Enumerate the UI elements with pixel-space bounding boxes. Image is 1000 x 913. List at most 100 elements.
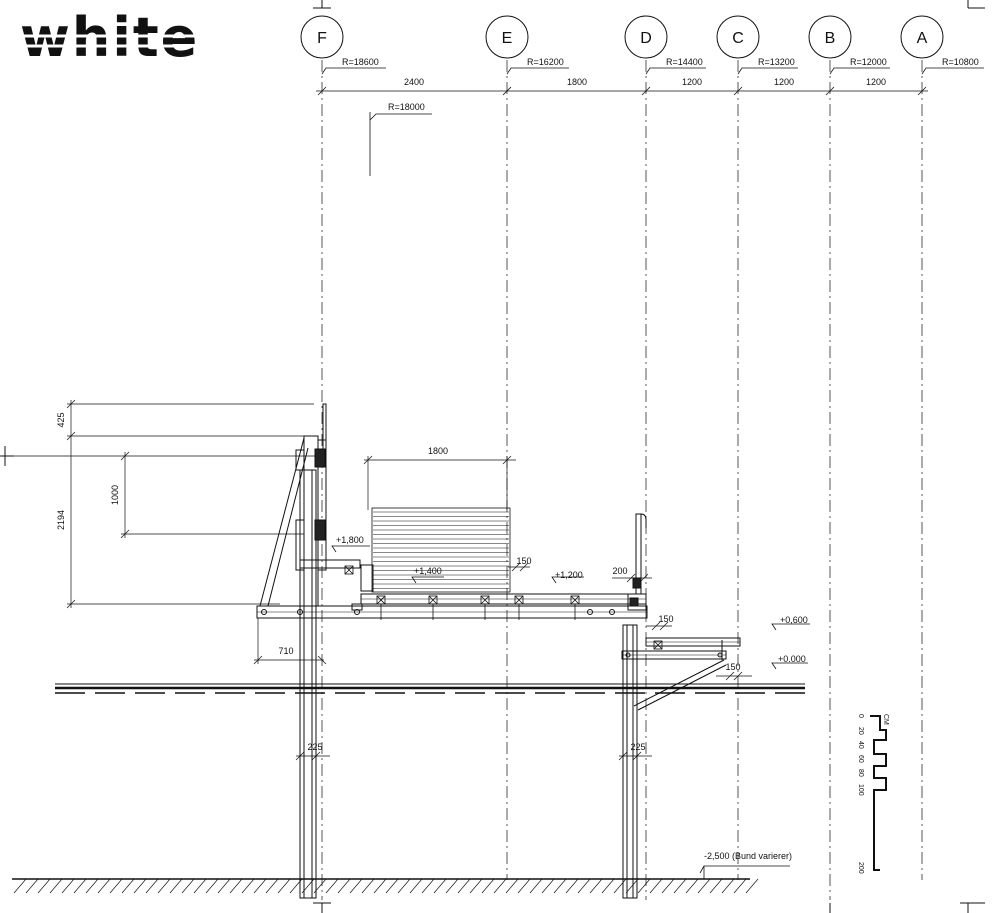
hatch-stroke <box>217 878 231 894</box>
scale-bar: CM 0 20 40 60 80 100 200 <box>857 714 889 874</box>
hatch-stroke <box>733 878 747 894</box>
hatch-stroke <box>409 878 423 894</box>
hatch-stroke <box>445 878 459 894</box>
hatch-stroke <box>625 878 639 894</box>
spacing-e-d: 1800 <box>567 77 587 87</box>
main-deck-beam <box>256 605 648 619</box>
scale-tick-200: 200 <box>857 862 864 874</box>
hatch-stroke <box>433 878 447 894</box>
hatch-stroke <box>25 878 39 894</box>
radius-d: R=14400 <box>666 57 703 67</box>
scale-tick-0: 0 <box>857 714 864 718</box>
dim-2194: 2194 <box>56 510 66 530</box>
hatch-stroke <box>277 878 291 894</box>
radius-b: R=12000 <box>850 57 887 67</box>
hatch-stroke <box>145 878 159 894</box>
dim-225-left: 225 <box>307 742 322 752</box>
hatch-stroke <box>589 878 603 894</box>
hatch-stroke <box>577 878 591 894</box>
hatch-stroke <box>133 878 147 894</box>
level-0000: +0.000 <box>778 654 806 664</box>
level-0600: +0,600 <box>780 615 808 625</box>
hatch-stroke <box>553 878 567 894</box>
hatch-stroke <box>601 878 615 894</box>
bench-block <box>371 507 511 593</box>
level-1400: +1,400 <box>414 566 442 576</box>
hatch-stroke <box>169 878 183 894</box>
spacing-f-e: 2400 <box>404 77 424 87</box>
water-level-lines <box>55 683 805 694</box>
radius-f: R=18600 <box>342 57 379 67</box>
hatch-stroke <box>613 878 627 894</box>
extra-radius-label: R=18000 <box>388 102 425 112</box>
deck-boards <box>360 593 647 605</box>
joists <box>344 565 663 650</box>
hatch-stroke <box>697 878 711 894</box>
hatch-stroke <box>205 878 219 894</box>
axis-label-b: B <box>825 30 836 47</box>
hatch-stroke <box>85 878 99 894</box>
level-markers <box>331 545 810 879</box>
hatch-stroke <box>505 878 519 894</box>
dim-1000: 1000 <box>110 485 120 505</box>
spacing-d-c: 1200 <box>682 77 702 87</box>
terrain-hatch <box>13 878 759 894</box>
hatch-stroke <box>493 878 507 894</box>
scale-tick-100: 100 <box>857 784 864 796</box>
hatch-stroke <box>229 878 243 894</box>
scale-tick-40: 40 <box>857 741 864 749</box>
dim-200: 200 <box>612 566 627 576</box>
hatch-stroke <box>97 878 111 894</box>
hatch-stroke <box>541 878 555 894</box>
spacing-b-a: 1200 <box>866 77 886 87</box>
hatch-stroke <box>109 878 123 894</box>
logo-stencil-cuts <box>20 34 225 48</box>
hatch-stroke <box>565 878 579 894</box>
hatch-stroke <box>61 878 75 894</box>
hatch-stroke <box>13 878 27 894</box>
axis-bubbles <box>300 15 944 59</box>
axis-label-f: F <box>317 30 327 47</box>
level-1200: +1,200 <box>555 570 583 580</box>
axis-label-a: A <box>917 30 928 47</box>
hatch-stroke <box>181 878 195 894</box>
level-ground: -2,500 (Bund varierer) <box>704 851 792 861</box>
hatch-stroke <box>745 878 759 894</box>
dim-710: 710 <box>278 646 293 656</box>
hatch-stroke <box>397 878 411 894</box>
vertical-dimension-lines <box>0 399 752 761</box>
axis-label-e: E <box>502 30 513 47</box>
scale-tick-60: 60 <box>857 755 864 763</box>
scale-unit: CM <box>882 714 889 725</box>
scale-tick-80: 80 <box>857 769 864 777</box>
hatch-stroke <box>721 878 735 894</box>
hatch-stroke <box>673 878 687 894</box>
hatch-stroke <box>265 878 279 894</box>
grid-lines <box>321 60 923 900</box>
level-1800: +1,800 <box>336 535 364 545</box>
hatch-stroke <box>469 878 483 894</box>
hatch-stroke <box>37 878 51 894</box>
left-frame <box>259 403 374 611</box>
dim-1800: 1800 <box>428 446 448 456</box>
hatch-stroke <box>529 878 543 894</box>
hatch-stroke <box>337 878 351 894</box>
lower-step <box>621 637 741 711</box>
spacing-c-b: 1200 <box>774 77 794 87</box>
hatch-stroke <box>193 878 207 894</box>
dim-150-lower: 150 <box>658 614 673 624</box>
hatch-stroke <box>157 878 171 894</box>
hatch-stroke <box>361 878 375 894</box>
radius-c: R=13200 <box>758 57 795 67</box>
hatch-stroke <box>421 878 435 894</box>
hatch-stroke <box>661 878 675 894</box>
hatch-stroke <box>253 878 267 894</box>
spacing-dimension-line <box>316 86 928 96</box>
scale-tick-20: 20 <box>857 727 864 735</box>
radius-leaders <box>321 67 984 75</box>
hatch-stroke <box>349 878 363 894</box>
hatch-stroke <box>73 878 87 894</box>
dim-225-right: 225 <box>630 742 645 752</box>
hatch-stroke <box>517 878 531 894</box>
